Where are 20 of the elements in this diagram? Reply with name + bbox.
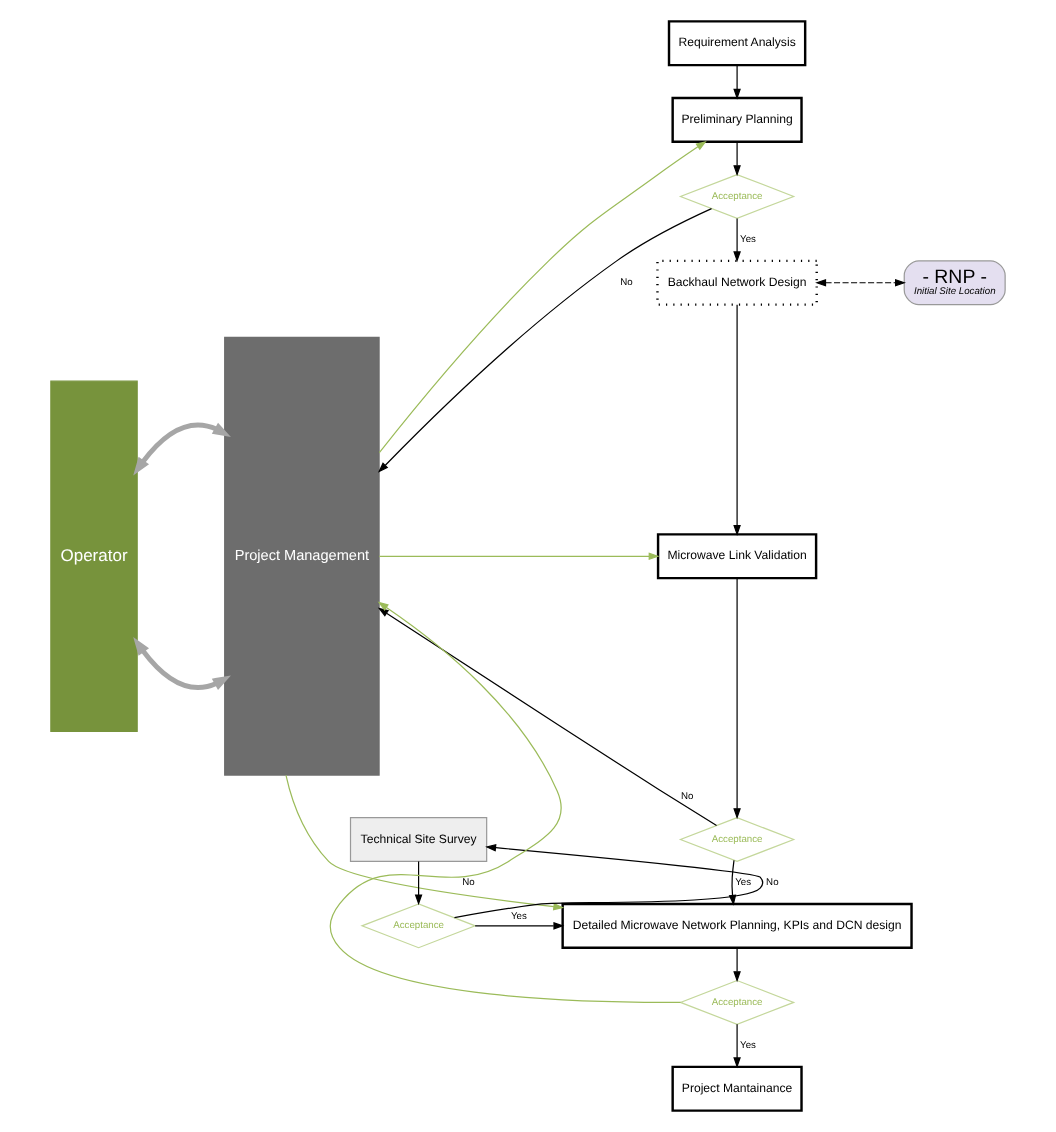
arrow <box>378 140 707 454</box>
arrow <box>733 304 741 536</box>
arrow <box>733 141 741 177</box>
arrow <box>733 1023 741 1069</box>
arrow <box>377 607 718 827</box>
arrow <box>377 208 713 473</box>
arrow <box>133 637 231 690</box>
arrow <box>133 422 231 476</box>
arrow <box>378 552 660 561</box>
arrow <box>815 278 906 287</box>
arrow <box>733 217 741 263</box>
arrow <box>474 922 565 930</box>
arrow <box>329 601 682 1003</box>
node-box: Operator <box>50 380 138 732</box>
arrow <box>453 843 764 919</box>
arrow <box>414 860 423 906</box>
arrow <box>733 578 741 820</box>
arrow <box>733 947 741 983</box>
arrow <box>285 774 565 911</box>
arrow <box>733 64 741 100</box>
